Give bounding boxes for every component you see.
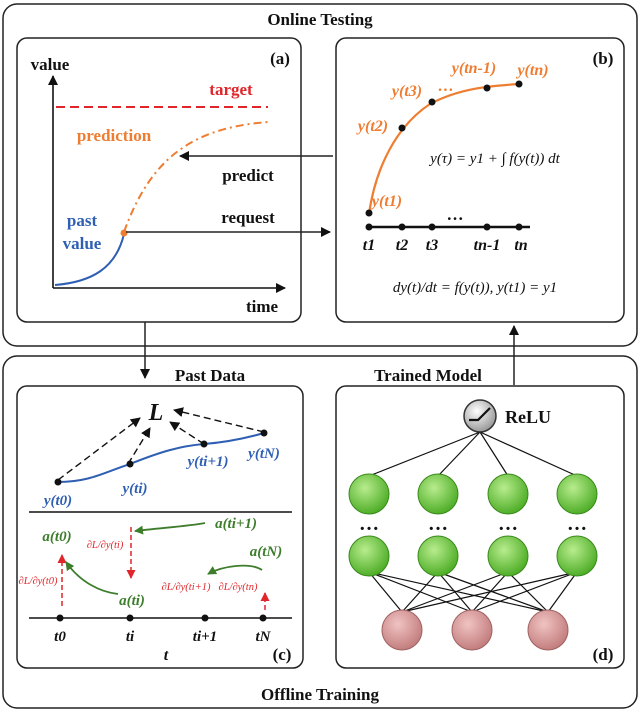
relu-icon <box>469 407 491 422</box>
past-data-title: Past Data <box>175 366 246 385</box>
request-label: request <box>221 208 275 227</box>
label-y-tN: y(tN) <box>246 446 280 462</box>
online-testing-title: Online Testing <box>267 10 373 29</box>
point-y-t3 <box>428 98 436 106</box>
offline-training-frame <box>2 355 638 709</box>
layer-ellipsis: … <box>428 513 448 535</box>
tick-t3: t3 <box>426 237 438 254</box>
point-y-tn <box>515 80 523 88</box>
point-y-t2 <box>398 124 406 132</box>
target-label: target <box>209 80 253 99</box>
panel-b-label: (b) <box>593 49 614 68</box>
label-y-t3: y(t3) <box>390 83 422 100</box>
label-y-tn-1: y(tn-1) <box>450 60 496 77</box>
online-testing-frame <box>2 3 638 347</box>
tick-ti1: ti+1 <box>193 629 217 645</box>
tick-t2: t2 <box>396 237 408 254</box>
layer-ellipsis: … <box>359 513 379 535</box>
layer-ellipsis: … <box>498 513 518 535</box>
output-node <box>381 609 423 651</box>
adjoint-ti: a(ti) <box>119 593 145 609</box>
panel-a-label: (a) <box>270 49 290 68</box>
prediction-curve <box>123 121 269 233</box>
label-y-tn: y(tn) <box>515 62 548 79</box>
label-y-t0: y(t0) <box>42 493 72 509</box>
relu-node <box>463 399 497 433</box>
point-y-t1 <box>365 209 373 217</box>
hidden-node <box>417 473 459 515</box>
output-node <box>527 609 569 651</box>
tick-t0: t0 <box>54 629 66 645</box>
adjoint-t0: a(t0) <box>42 529 71 545</box>
past-value-curve <box>54 233 125 286</box>
tick-tN: tN <box>256 629 272 645</box>
hidden-node <box>348 535 390 577</box>
grad-tn: ∂L/∂y(tn) <box>219 582 258 593</box>
panel-d-label: (d) <box>593 645 614 664</box>
hidden-node <box>348 473 390 515</box>
output-node <box>451 609 493 651</box>
points-ellipsis: … <box>438 78 454 95</box>
hidden-node <box>487 473 529 515</box>
label-y-ti1: y(ti+1) <box>185 454 228 470</box>
panel-b: (b) y(t1) y(t2) y(t3) y(tn-1) y(tn) … y(… <box>335 37 625 323</box>
point-y-tn-1 <box>483 84 491 92</box>
panel-c: Past Data (c) L y(t0) y(ti) y(ti+1) y(tN… <box>16 366 304 669</box>
ode-equation: dy(t)/dt = f(y(t)), y(t1) = y1 <box>393 280 557 296</box>
ticks-ellipsis: … <box>447 205 464 224</box>
grad-t0: ∂L/∂y(t0) <box>19 576 58 587</box>
past-data-curve <box>57 432 265 483</box>
current-point <box>120 229 128 237</box>
hidden-node <box>417 535 459 577</box>
x-axis-label: time <box>246 297 279 316</box>
adjoint-ti1: a(ti+1) <box>215 516 257 532</box>
label-y-t1: y(t1) <box>370 193 402 210</box>
label-y-ti: y(ti) <box>121 481 148 497</box>
adjoint-tN: a(tN) <box>250 544 283 560</box>
tick-tn: tn <box>514 237 527 254</box>
value-label: value <box>63 234 102 253</box>
panel-c-label: (c) <box>273 645 292 664</box>
time-variable: t <box>164 647 169 664</box>
layer-ellipsis: … <box>567 513 587 535</box>
hidden-node <box>487 535 529 577</box>
panel-a: (a) value time target prediction past va… <box>16 37 333 323</box>
trained-model-title: Trained Model <box>374 366 482 385</box>
grad-ti1: ∂L/∂y(ti+1) <box>162 582 211 593</box>
hidden-node <box>556 535 598 577</box>
predict-label: predict <box>222 166 274 185</box>
integral-equation: y(τ) = y1 + ∫ f(y(t)) dt <box>428 151 561 167</box>
tick-ti: ti <box>126 629 135 645</box>
hidden-node <box>556 473 598 515</box>
tick-t1: t1 <box>363 237 375 254</box>
label-y-t2: y(t2) <box>356 118 388 135</box>
past-label: past <box>67 211 98 230</box>
panel-d: Trained Model (d) ReLU <box>335 366 625 669</box>
prediction-label: prediction <box>77 126 152 145</box>
tick-tn-1: tn-1 <box>474 237 501 254</box>
offline-training-title: Offline Training <box>261 685 379 704</box>
grad-ti: ∂L/∂y(ti) <box>87 540 124 551</box>
loss-symbol: L <box>148 400 164 426</box>
relu-label: ReLU <box>505 407 551 427</box>
y-axis-label: value <box>31 55 70 74</box>
